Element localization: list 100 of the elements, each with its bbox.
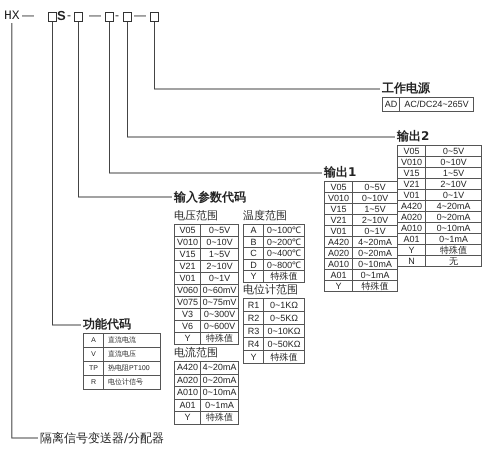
value-cell: 0~1V	[200, 272, 238, 284]
code-cell: A01	[174, 399, 200, 412]
code-cell: A420	[398, 200, 426, 212]
section-heading: 输出2	[397, 129, 430, 145]
code-cell: Y	[244, 350, 264, 364]
value-cell: 2~10V	[200, 260, 238, 272]
code-cell: A010	[324, 258, 352, 270]
section-heading: 工作电源	[382, 81, 431, 97]
value-cell: 0~5V	[426, 146, 482, 156]
value-cell: 0~10V	[426, 156, 482, 168]
code-table	[243, 283, 305, 364]
value-cell: 0~20mA	[426, 212, 482, 222]
value-cell: 1~5V	[426, 168, 482, 178]
value-cell: 2~10V	[426, 178, 482, 190]
leader-line	[52, 22, 82, 326]
code-cell: Y	[244, 270, 264, 282]
leader-line	[127, 22, 396, 138]
section-heading: 功能代码	[83, 317, 132, 333]
value-cell: 0~300V	[200, 308, 238, 320]
value-cell: 0~75mV	[200, 296, 238, 308]
code-cell: A	[244, 224, 264, 236]
table-heading: 电位计范围	[243, 283, 299, 298]
separator-dash: -	[115, 8, 119, 23]
code-cell: V21	[398, 178, 426, 190]
code-cell: A01	[324, 270, 352, 280]
model-prefix: HX	[4, 8, 20, 23]
code-cell: V6	[174, 320, 200, 332]
code-cell: A01	[398, 234, 426, 244]
code-cell: V075	[174, 296, 200, 308]
value-cell: 1~5V	[352, 204, 398, 214]
code-cell: A420	[174, 362, 200, 374]
value-cell: 4~20mA	[200, 362, 238, 374]
value-cell: 0~10KΩ	[264, 324, 304, 338]
code-table	[382, 81, 474, 112]
value-cell: 0~1V	[426, 190, 482, 200]
code-cell: R3	[244, 324, 264, 338]
value-cell: 0~5V	[200, 224, 238, 236]
value-cell: 0~10mA	[200, 386, 238, 399]
leader-line	[11, 22, 38, 438]
value-cell: 0~5KΩ	[264, 312, 304, 324]
code-table	[174, 346, 239, 424]
leader-line	[109, 22, 322, 174]
code-cell: N	[398, 256, 426, 266]
value-cell: 特殊值	[352, 280, 398, 292]
code-cell: Y	[324, 280, 352, 292]
leader-line	[154, 22, 380, 90]
code-cell: V15	[398, 168, 426, 178]
section-heading: 输出1	[324, 165, 358, 181]
value-cell: 0~50KΩ	[264, 338, 304, 350]
value-cell: 0~5V	[352, 182, 398, 192]
code-cell: Y	[174, 412, 200, 424]
code-placeholder	[123, 12, 132, 22]
value-cell: 4~20mA	[426, 200, 482, 212]
value-cell: 特殊值	[200, 332, 238, 344]
value-cell: 4~20mA	[352, 236, 398, 248]
leader-line	[78, 22, 172, 198]
value-cell: 1~5V	[200, 248, 238, 260]
code-table	[83, 317, 161, 390]
code-cell: A010	[398, 222, 426, 234]
value-cell: 0~1mA	[200, 399, 238, 412]
value-cell: 0~200℃	[264, 236, 304, 248]
value-cell: 0~800℃	[264, 259, 304, 270]
code-cell: A420	[324, 236, 352, 248]
value-cell: 特殊值	[200, 412, 238, 424]
code-table	[243, 209, 305, 282]
code-cell: A010	[174, 386, 200, 399]
value-cell: 0~60mV	[200, 284, 238, 296]
code-cell: V060	[174, 284, 200, 296]
value-cell: 0~600V	[200, 320, 238, 332]
code-cell: R1	[244, 298, 264, 312]
code-table	[397, 129, 482, 267]
value-cell: 0~20mA	[352, 248, 398, 258]
separator-dash: —	[134, 8, 146, 23]
section-heading: 输入参数代码	[174, 190, 246, 204]
value-cell: 特殊值	[264, 350, 304, 364]
code-table	[174, 209, 239, 345]
code-cell: V010	[174, 236, 200, 248]
code-cell: R4	[244, 338, 264, 350]
value-cell: 0~1mA	[426, 234, 482, 244]
value-cell: 0~10mA	[352, 258, 398, 270]
value-cell: 2~10V	[352, 214, 398, 226]
code-cell: A020	[398, 212, 426, 222]
code-cell: V01	[398, 190, 426, 200]
separator-dash: —	[89, 8, 101, 23]
code-placeholder	[48, 12, 57, 22]
code-placeholder	[105, 12, 114, 22]
code-cell: V01	[324, 226, 352, 236]
value-cell: 0~10V	[200, 236, 238, 248]
code-cell: V05	[174, 224, 200, 236]
section-heading: 隔离信号变送器/分配器	[40, 431, 164, 445]
value-cell: 特殊值	[426, 244, 482, 256]
code-cell: Y	[398, 244, 426, 256]
code-table	[324, 165, 398, 292]
table-heading: 电压范围	[174, 209, 219, 224]
table-heading: 电流范围	[174, 346, 219, 361]
code-cell: V010	[398, 156, 426, 168]
value-cell: 无	[426, 256, 482, 266]
code-cell: R2	[244, 312, 264, 324]
table-heading: 温度范围	[243, 209, 288, 224]
code-cell: V010	[324, 192, 352, 204]
